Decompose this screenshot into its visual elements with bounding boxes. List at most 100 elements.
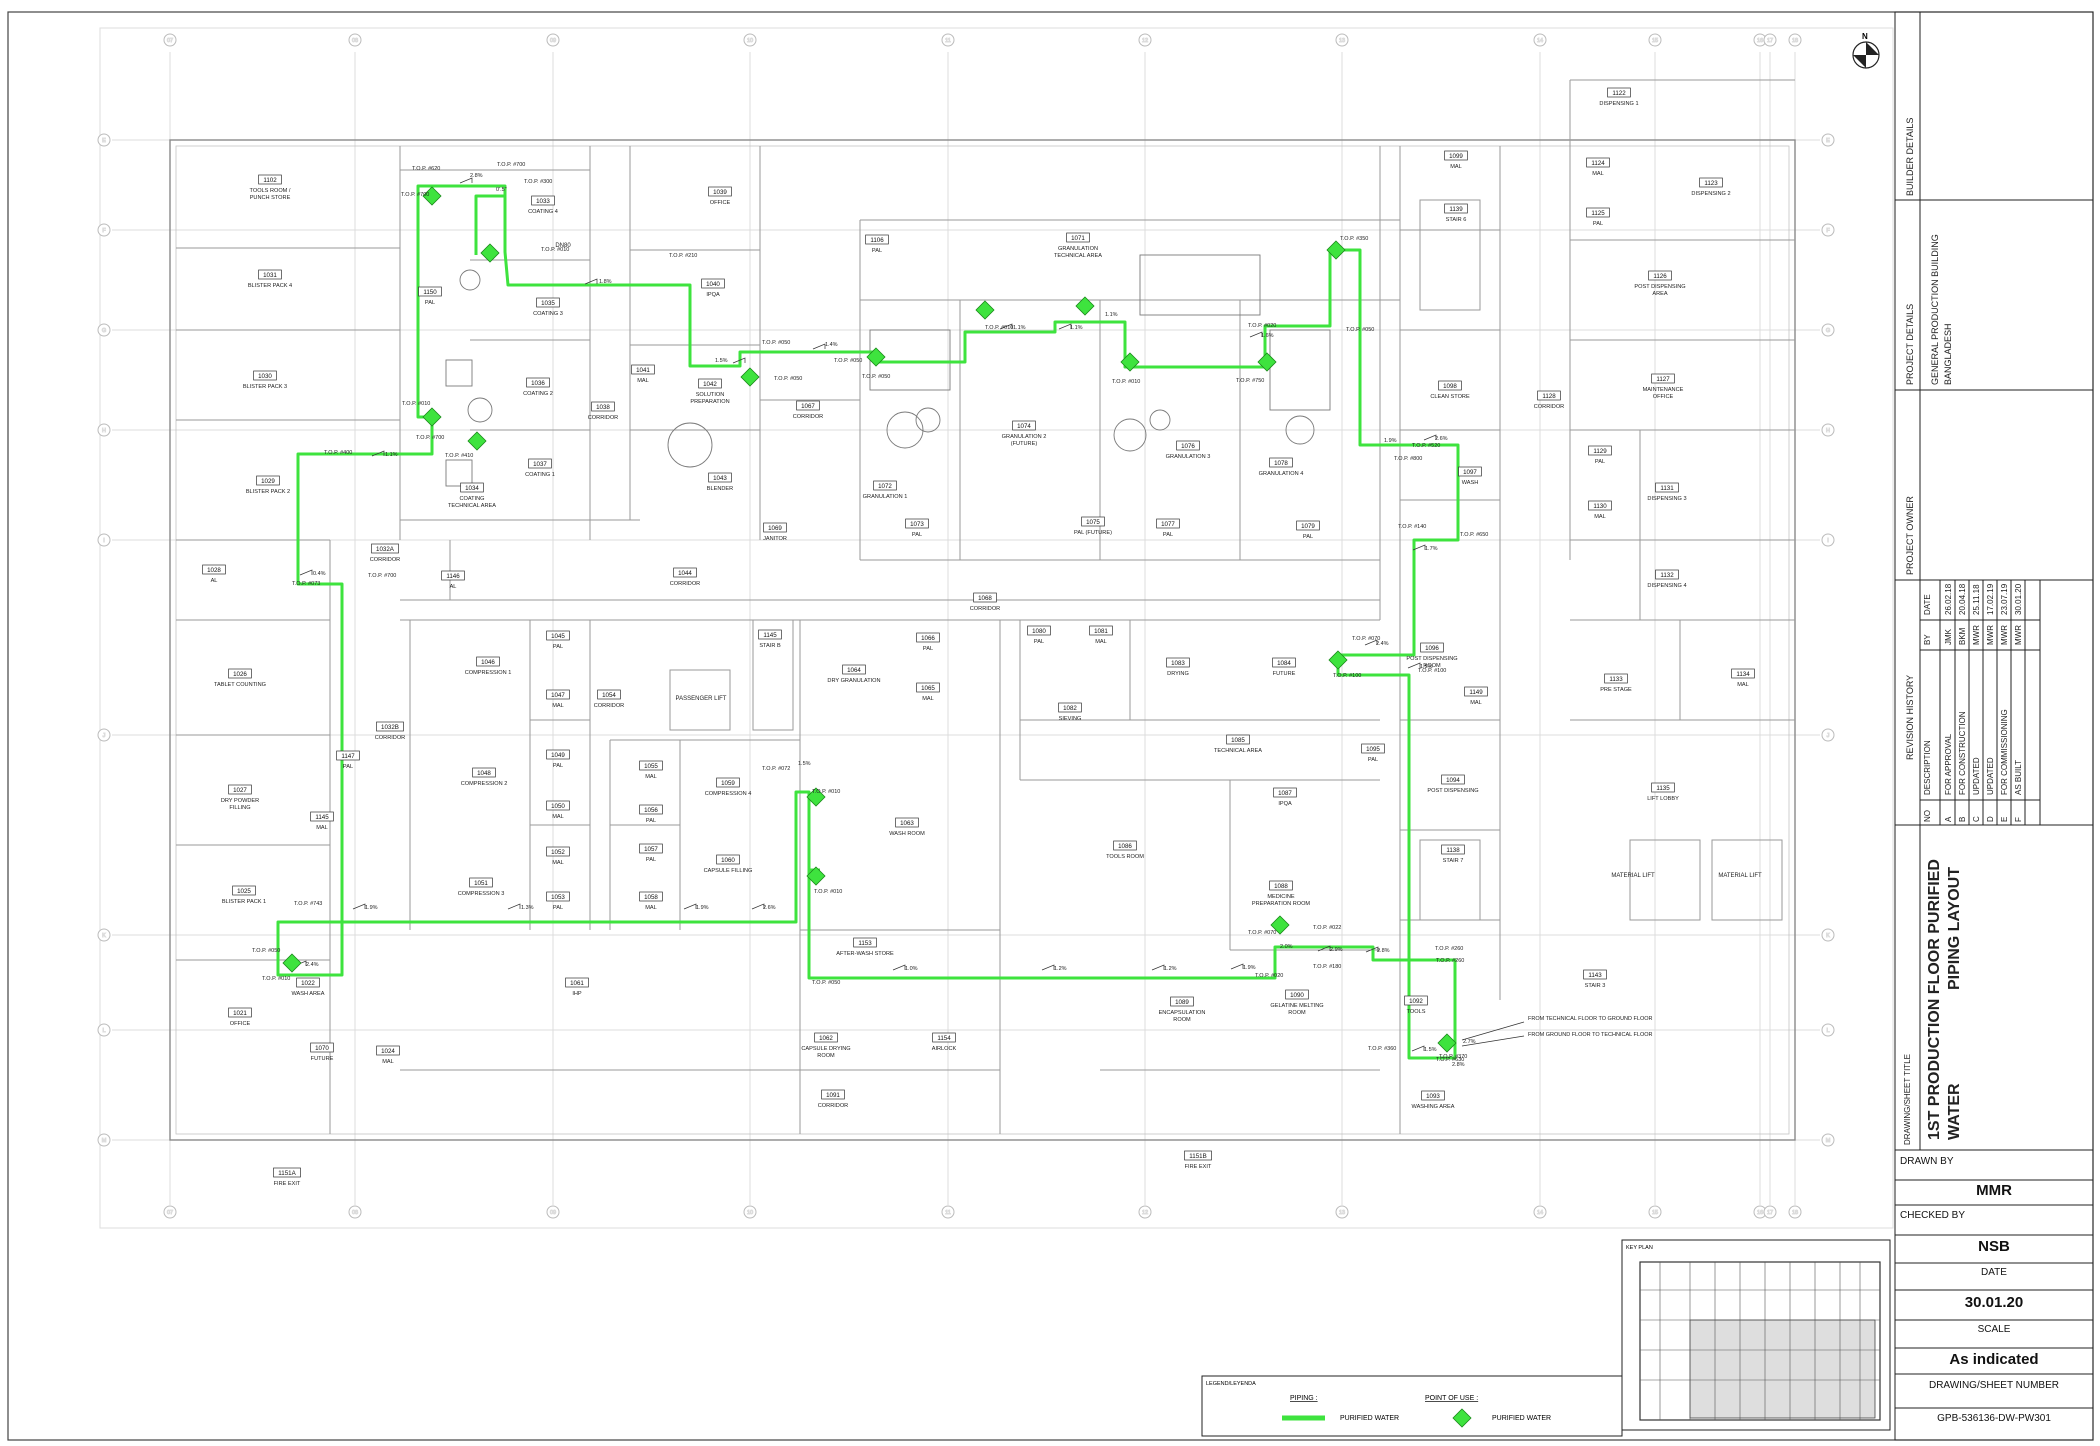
revision-header-description: DESCRIPTION <box>1923 740 1932 795</box>
grid-bubble-label: 08 <box>352 38 358 44</box>
pipe-annotation: 1.5% <box>1424 1047 1437 1053</box>
grid-bubble-label: I <box>103 538 105 544</box>
room-number: 1151A <box>278 1170 296 1177</box>
room-name: GRANULATION 2 <box>1002 434 1047 440</box>
structural-grid: 0707080809091010111112121313141415151616… <box>97 33 1835 1219</box>
pipe-annotation: T.O.P. #050 <box>762 340 790 346</box>
grid-bubble-label: 18 <box>1792 1210 1798 1216</box>
room-number-box <box>256 475 280 486</box>
room-number-box <box>1655 569 1679 580</box>
pipe-annotation: T.O.P. #010 <box>814 889 842 895</box>
room-name: ENCAPSULATION <box>1159 1010 1206 1016</box>
room-number-box <box>973 592 997 603</box>
legend-point-heading: POINT OF USE : <box>1425 1395 1478 1402</box>
room-number: 1029 <box>261 478 275 485</box>
legend-piping-label: PURIFIED WATER <box>1340 1415 1399 1422</box>
grid-bubble <box>1763 33 1777 47</box>
grid-bubble <box>1335 33 1349 47</box>
room-number-box <box>701 278 725 289</box>
pipe-annotation: 1.0% <box>905 966 918 972</box>
room-number-box <box>821 1089 845 1100</box>
room-number: 1032A <box>376 546 395 553</box>
room-name: COMPRESSION 1 <box>465 670 512 676</box>
revision-description: UPDATED <box>1986 757 1995 795</box>
pipe-annotation: 1.4% <box>825 342 838 348</box>
pipe-annotation: T.O.P. #800 <box>1394 456 1422 462</box>
grid-bubble <box>97 423 111 437</box>
pipe-annotation: T.O.P. #140 <box>1398 524 1426 530</box>
room-name: CORRIDOR <box>375 735 405 741</box>
room-name: COATING <box>459 496 484 502</box>
revision-by: MWR <box>2000 625 2009 645</box>
grid-bubble-label: 12 <box>1142 1210 1148 1216</box>
room-number: 1031 <box>263 272 277 279</box>
room-number: 1153 <box>858 940 872 947</box>
room-name: BLISTER PACK 4 <box>248 283 292 289</box>
room-number: 1088 <box>1274 883 1288 890</box>
room-number-box <box>441 570 465 581</box>
room-name: POST DISPENSING <box>1406 656 1457 662</box>
room-name: SIEVING <box>1059 716 1082 722</box>
revision-date: 23.07.19 <box>2000 583 2009 615</box>
room-name: CORRIDOR <box>594 703 624 709</box>
pipe-annotation: 1.9% <box>1384 438 1397 444</box>
pipe-annotation: T.O.P. #010 <box>541 247 569 253</box>
room-number-box <box>202 564 226 575</box>
room-number-box <box>418 286 442 297</box>
grid-bubble-label: 14 <box>1537 1210 1543 1216</box>
room-name: MAL <box>645 905 657 911</box>
room-name: SOLUTION <box>696 392 725 398</box>
grid-bubble-label: 14 <box>1537 38 1543 44</box>
point-of-use-marker <box>1326 240 1346 260</box>
revision-description: UPDATED <box>1972 757 1981 795</box>
room-number: 1053 <box>551 894 565 901</box>
room-number: 1091 <box>826 1092 840 1099</box>
pipe-annotation: 2.8% <box>470 173 483 179</box>
pipe-annotation: 1.3% <box>521 905 534 911</box>
room-name: ROOM <box>1288 1010 1306 1016</box>
room-number: 1066 <box>921 635 935 642</box>
grid-bubble <box>1821 928 1835 942</box>
room-name: COMPRESSION 4 <box>705 791 752 797</box>
grid-bubble <box>941 33 955 47</box>
revision-date: 25.11.18 <box>1972 584 1981 615</box>
pipe-annotation: 2.4% <box>306 962 319 968</box>
room-number: 1131 <box>1660 485 1674 492</box>
revision-no: B <box>1958 816 1967 822</box>
grid-bubble <box>743 1205 757 1219</box>
room-name: PAL <box>912 532 922 538</box>
pipe-annotation: T.O.P. #180 <box>1313 964 1341 970</box>
room-number-box <box>698 378 722 389</box>
room-name: GRANULATION 1 <box>863 494 908 500</box>
room-name: MEDICINE <box>1267 894 1295 900</box>
room-name: WASH <box>1462 480 1479 486</box>
pipe-annotation: T.O.P. #210 <box>669 253 697 259</box>
room-number: 1062 <box>819 1035 833 1042</box>
pipe-annotation: T.O.P. #073 <box>292 581 320 587</box>
room-number: 1079 <box>1301 523 1315 530</box>
room-name: BLENDER <box>707 486 733 492</box>
room-name: AIRLOCK <box>932 1046 957 1052</box>
room-number-box <box>1441 774 1465 785</box>
grid-bubble <box>1821 423 1835 437</box>
room-number-box <box>1058 702 1082 713</box>
room-number: 1135 <box>1656 785 1670 792</box>
point-of-use-marker <box>1328 650 1348 670</box>
room-number: 1072 <box>878 483 892 490</box>
pipe-annotation: 2.6% <box>763 905 776 911</box>
room-number-box <box>1285 989 1309 1000</box>
grid-bubble-label: 15 <box>1652 1210 1658 1216</box>
